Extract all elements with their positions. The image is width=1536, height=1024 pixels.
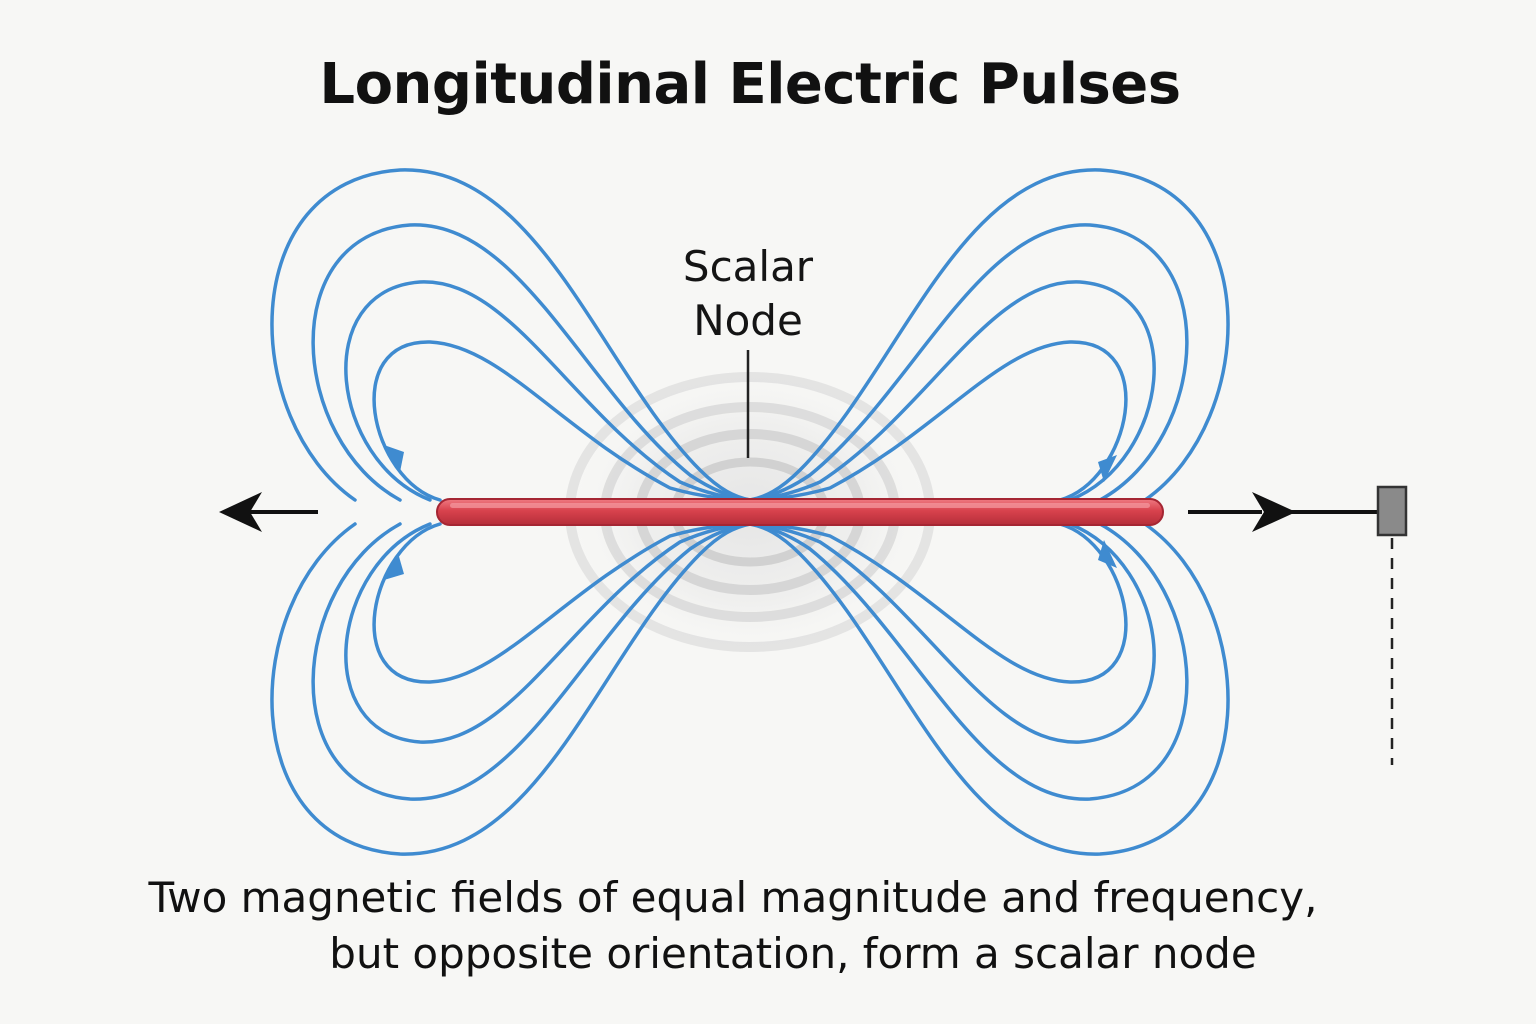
left-magnetic-field [270,168,752,856]
scalar-node-label-line2: Node [693,296,803,345]
diagram-caption: Two magnetic fields of equal magnitude a… [0,870,1536,982]
rod-highlight [450,503,1150,508]
field-line [748,223,1189,502]
field-arrowhead-icon [1098,540,1117,568]
conductor-rod [436,498,1164,526]
arrow-left-icon [219,492,318,532]
field-line [270,168,752,502]
field-line [344,522,752,744]
scalar-node-label: Scalar Node [650,240,846,348]
field-arrowhead-icon [1098,455,1117,482]
field-line [748,340,1128,502]
field-line [748,168,1230,502]
field-line [748,522,1128,684]
scalar-node-label-line1: Scalar [682,242,814,291]
caption-line2: but opposite orientation, form a scalar … [329,929,1257,978]
field-line [311,522,752,801]
arrow-right-icon [1188,492,1378,532]
caption-line1: Two magnetic fields of equal magnitude a… [148,873,1318,922]
field-line [748,280,1156,502]
field-line [372,340,752,502]
right-magnetic-field [748,168,1230,856]
rod-body [436,498,1164,526]
field-line [270,522,752,856]
diagram-title: Longitudinal Electric Pulses [319,52,1181,117]
field-line [344,280,752,502]
field-line [311,223,752,502]
terminal-block-icon [1376,485,1408,765]
field-arrowhead-icon [384,445,404,472]
field-line [372,522,752,684]
field-line [748,522,1230,856]
field-arrowhead-icon [384,553,404,580]
field-direction-arrows [384,445,1117,580]
field-line [748,522,1156,744]
field-line [748,522,1189,801]
